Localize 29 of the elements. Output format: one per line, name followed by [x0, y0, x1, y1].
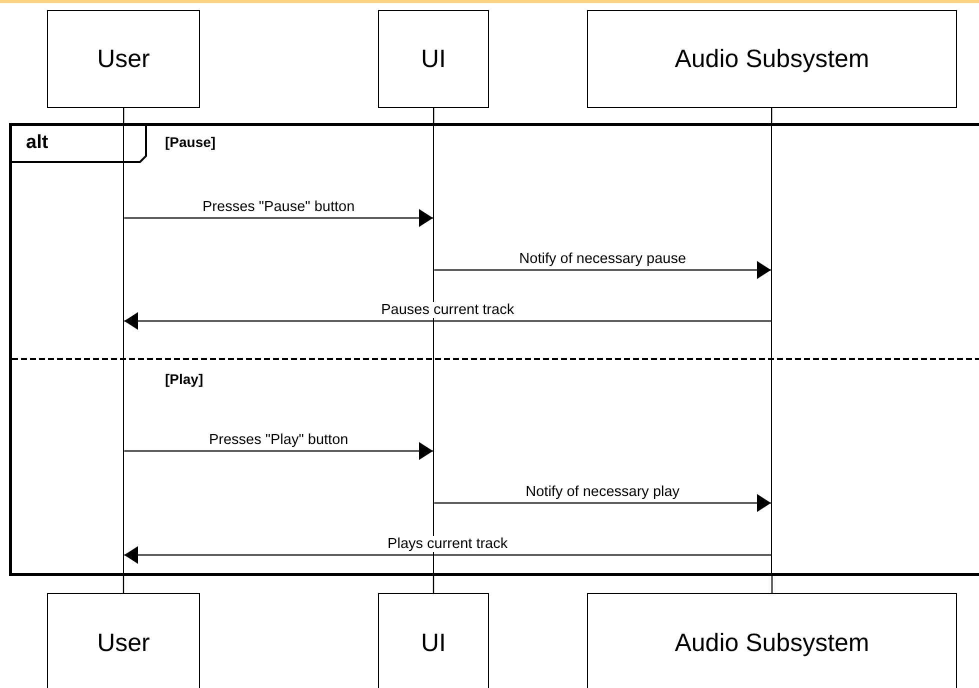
message-label: Plays current track	[386, 536, 509, 552]
message-arrow	[434, 261, 771, 279]
message-label: Notify of necessary play	[524, 484, 681, 500]
lifeline	[432, 573, 434, 593]
lifeline	[433, 126, 434, 573]
operator-label: alt	[26, 132, 48, 154]
lifeline	[122, 573, 124, 593]
participant-box: User	[47, 593, 200, 688]
lifeline	[771, 126, 772, 573]
guard-condition: [Pause]	[165, 134, 216, 150]
message-arrow	[124, 209, 433, 227]
lifeline	[123, 126, 124, 573]
participant-box: UI	[378, 10, 489, 108]
lifeline	[433, 108, 434, 126]
lifeline	[123, 108, 124, 126]
message-label: Presses "Play" button	[208, 432, 350, 448]
participant-box: User	[47, 10, 200, 108]
guard-condition: [Play]	[165, 371, 204, 387]
message-arrow	[124, 312, 771, 330]
lifeline	[771, 573, 773, 593]
participant-box: Audio Subsystem	[587, 10, 957, 108]
message-arrow	[124, 442, 433, 460]
message-arrow	[124, 546, 771, 564]
message-label: Pauses current track	[380, 302, 516, 318]
participant-box: Audio Subsystem	[587, 593, 957, 688]
message-label: Notify of necessary pause	[518, 251, 688, 267]
participant-box: UI	[378, 593, 489, 688]
lifeline	[771, 108, 772, 126]
message-arrow	[434, 494, 771, 512]
